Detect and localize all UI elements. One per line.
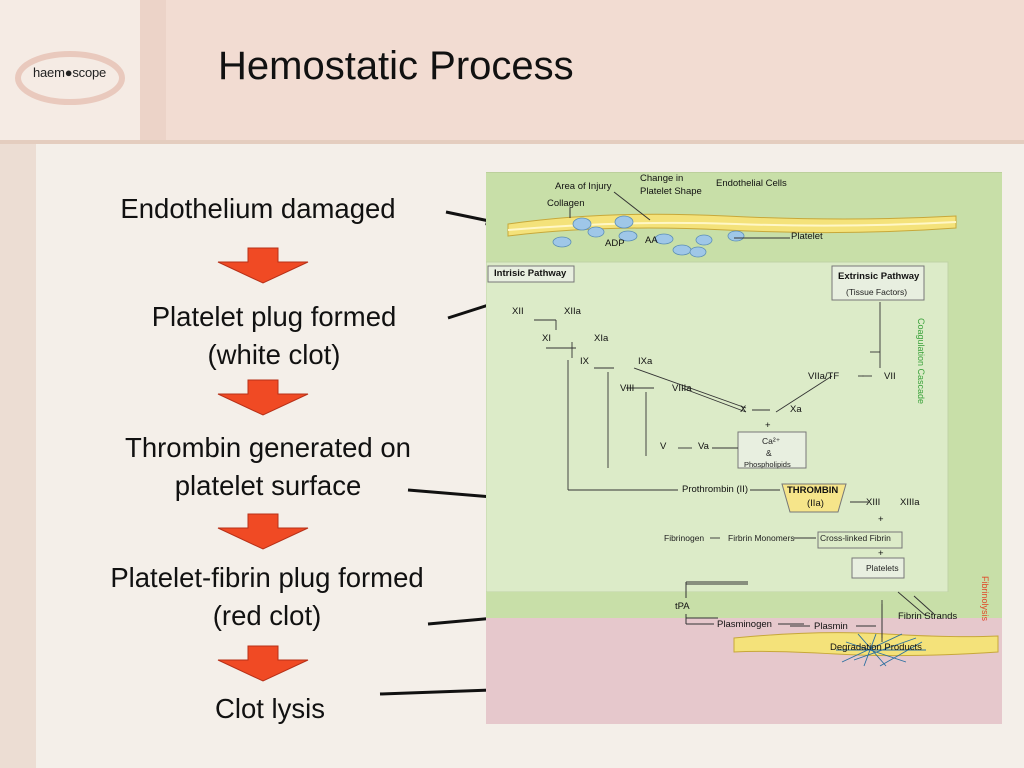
platelet-cluster-icon (552, 215, 745, 258)
logo-swoosh-icon (15, 51, 125, 105)
ampersand-label: & (766, 448, 772, 458)
factor-viiia: VIIIa (672, 383, 692, 394)
factor-v: V (660, 441, 667, 452)
calcium-label: Ca²⁺ (762, 436, 781, 446)
phospholipids-label: Phospholipids (744, 460, 791, 469)
collagen-label: Collagen (547, 198, 585, 209)
step-thrombin-generated: Thrombin generated on platelet surface (68, 429, 468, 505)
left-margin-band (0, 144, 36, 768)
step-clot-lysis: Clot lysis (70, 690, 470, 728)
platelet-shape-label: Platelet Shape (640, 186, 702, 197)
factor-xiia: XIIa (564, 306, 581, 317)
factor-xiiia: XIIIa (900, 497, 920, 508)
plasminogen-label: Plasminogen (717, 619, 772, 630)
endothelial-cells-label: Endothelial Cells (716, 178, 787, 189)
plasmin-label: Plasmin (814, 621, 848, 632)
plus-sign: + (878, 548, 884, 559)
step-label: Platelet-fibrin plug formed (110, 562, 424, 593)
step-sublabel: platelet surface (174, 470, 362, 501)
down-arrow-icon (217, 247, 309, 284)
factor-viii: VIII (620, 383, 635, 394)
degradation-products-label: Degradation Products (830, 642, 922, 653)
factor-xia: XIa (594, 333, 609, 344)
factor-xiii: XIII (866, 497, 881, 508)
page-title: Hemostatic Process (218, 44, 574, 88)
step-sublabel: (red clot) (212, 600, 322, 631)
step-endothelium-damaged: Endothelium damaged (58, 190, 458, 228)
adp-label: ADP (605, 238, 625, 249)
down-arrow-icon (217, 513, 309, 550)
down-arrow-icon (217, 379, 309, 416)
factor-xa: Xa (790, 404, 802, 415)
platelet-label: Platelet (791, 231, 823, 242)
tissue-factors-label: (Tissue Factors) (846, 287, 908, 297)
platelets-label: Platelets (866, 563, 899, 573)
extrinsic-pathway-label: Extrinsic Pathway (838, 271, 920, 282)
fibrinogen-label: Fibrinogen (664, 533, 705, 543)
aa-label: AA (645, 235, 658, 246)
coagulation-cascade-label: Coagulation Cascade (916, 318, 926, 404)
factor-ixa: IXa (638, 356, 653, 367)
factor-viia-tf: VIIa/TF (808, 371, 840, 382)
factor-ix: IX (580, 356, 589, 367)
logo: haem●scope (33, 65, 107, 80)
down-arrow-icon (217, 645, 309, 682)
hemostasis-diagram: Coagulation Cascade Fibrinolysis (486, 172, 1002, 724)
prothrombin-label: Prothrombin (II) (682, 484, 748, 495)
fibrin-monomers-label: Firbrin Monomers (728, 533, 795, 543)
step-label: Platelet plug formed (151, 301, 397, 332)
tpa-label: tPA (675, 601, 690, 612)
header-band (0, 0, 1024, 140)
fibrin-strands-label: Fibrin Strands (898, 611, 958, 622)
change-in-label: Change in (640, 173, 684, 184)
thrombin-label: THROMBIN (787, 485, 839, 496)
plus-sign: + (878, 514, 884, 525)
fibrin-mesh-icon (836, 633, 926, 667)
fibrinolysis-label: Fibrinolysis (980, 576, 990, 622)
cross-linked-fibrin-label: Cross-linked Fibrin (820, 533, 891, 543)
plus-sign: + (765, 420, 771, 431)
area-of-injury-label: Area of Injury (555, 181, 612, 192)
thrombin-iia-label: (IIa) (807, 498, 824, 509)
header-accent-band (140, 0, 166, 140)
intrinsic-pathway-label: Intrisic Pathway (494, 268, 567, 279)
step-sublabel: (white clot) (207, 339, 341, 370)
factor-xii: XII (512, 306, 524, 317)
step-label: Endothelium damaged (120, 193, 396, 224)
step-platelet-fibrin-plug: Platelet-fibrin plug formed (red clot) (67, 559, 467, 635)
header-divider (0, 140, 1024, 144)
step-label: Clot lysis (214, 693, 325, 724)
step-label: Thrombin generated on (125, 432, 411, 463)
step-platelet-plug: Platelet plug formed (white clot) (74, 298, 474, 374)
factor-xi: XI (542, 333, 551, 344)
factor-vii: VII (884, 371, 896, 382)
factor-va: Va (698, 441, 709, 452)
factor-x: X (740, 404, 747, 415)
